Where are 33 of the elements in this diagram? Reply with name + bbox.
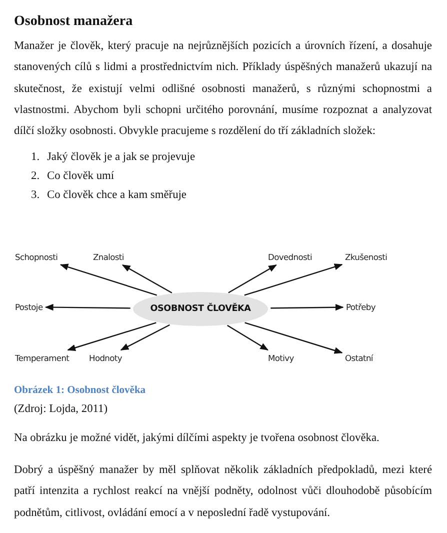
list-number: 2. [31,170,40,182]
node-label: Ostatní [345,353,373,363]
list-number: 3. [31,189,40,201]
source-note: (Zdroj: Lojda, 2011) [14,403,108,415]
arrow [120,324,170,351]
node-label: Znalosti [93,252,124,262]
arrow [60,264,157,296]
arrow [67,322,156,351]
node-label: OSOBNOST ČLOVĚKA [150,304,251,314]
node-label: Motivy [268,353,294,363]
heading: Osobnost manažera [14,14,133,30]
node-label: Schopnosti [15,252,58,262]
arrow [227,324,268,351]
arrow [44,304,130,311]
arrow [270,304,344,311]
node-label: Potřeby [346,302,376,312]
paragraph: Dobrý a úspěšný manažer by měl splňovat několik základních předpokladů, mezi které patří intenzita a rychlost reakcí na vnější podněty, odolnost vůči dlouhodobě působícím podnětům, citlivost, ovládání emocí a v neposlední řadě vystupování. [14,463,432,521]
arrow [122,264,172,294]
node-label: Dovednosti [268,252,312,262]
figure-caption: Obrázek 1: Osobnost člověka [14,385,146,396]
list-item: Co člověk umí [47,170,114,182]
list-item: Co člověk chce a kam směřuje [47,189,186,201]
arrow [228,264,277,294]
node-label: Postoje [15,302,43,312]
list-item: Jaký člověk je a jak se projevuje [47,151,196,163]
paragraph: Na obrázku je možné vidět, jakými dílčími aspekty je tvořena osobnost člověka. [14,431,380,446]
node-label: Zkušenosti [345,252,388,262]
node-label: Temperament [15,353,70,363]
paragraph: Manažer je člověk, který pracuje na nejrůznějších pozicích a úrovních řízení, a dosahuje stanovených cílů s lidmi a prostřednictvím nich. Příklady úspěšných manažerů ukazují na skutečnost, že existují velmi odlišné osobnosti manažerů, s různými schopnostmi a vlastnostmi. Abychom byli schopni určitého porovnání, musíme rozpoznat a analyzovat dílčí složky osobnosti. Obvykle pracujeme s rozdělení do tří základních složek: [14,39,432,140]
list-number: 1. [31,151,40,163]
node-label: Hodnoty [89,353,122,363]
arrow [244,322,343,354]
arrow [244,264,343,296]
